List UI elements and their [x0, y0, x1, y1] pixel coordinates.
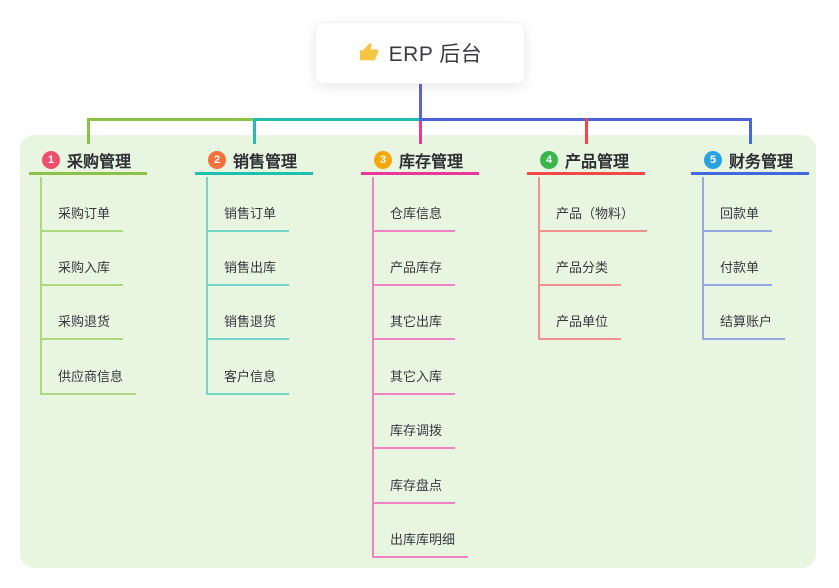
child-node[interactable]: 结算账户 — [702, 313, 786, 341]
child-node[interactable]: 客户信息 — [206, 368, 290, 395]
child-node[interactable]: 销售订单 — [206, 205, 290, 232]
branch-number-badge: 2 — [208, 151, 226, 169]
branch-number-badge: 3 — [374, 151, 392, 169]
child-node[interactable]: 产品库存 — [372, 259, 456, 286]
branch-drop-line — [86, 118, 90, 144]
branch-drop-line — [584, 118, 588, 144]
trunk-segment-green — [86, 118, 253, 121]
branch-node-label: 采购管理 — [67, 154, 132, 171]
child-node[interactable]: 销售出库 — [206, 259, 290, 286]
child-node[interactable]: 采购退货 — [40, 313, 124, 341]
branch-drop-line — [748, 118, 752, 144]
children-connector-line — [702, 177, 704, 341]
root-connector-line — [418, 82, 422, 121]
child-node[interactable]: 产品单位 — [538, 313, 622, 341]
branches-panel — [20, 135, 816, 568]
branch-node[interactable]: 4 产品管理 — [527, 148, 645, 175]
child-node[interactable]: 库存盘点 — [372, 477, 456, 504]
child-node[interactable]: 仓库信息 — [372, 205, 456, 232]
thumbs-up-icon — [358, 42, 380, 64]
child-node[interactable]: 库存调拨 — [372, 422, 456, 450]
branch-number-badge: 5 — [704, 151, 722, 169]
child-node[interactable]: 销售退货 — [206, 313, 290, 341]
branch-drop-line — [418, 121, 422, 144]
root-node[interactable]: ERP 后台 — [315, 22, 525, 84]
trunk-segment-teal — [252, 118, 419, 121]
branch-node[interactable]: 2 销售管理 — [195, 148, 313, 175]
children-connector-line — [538, 177, 540, 341]
child-node[interactable]: 其它入库 — [372, 368, 456, 395]
child-node[interactable]: 采购入库 — [40, 259, 124, 286]
branch-node-label: 销售管理 — [233, 154, 298, 171]
branch-node-label: 财务管理 — [729, 154, 794, 171]
child-node[interactable]: 出库库明细 — [372, 531, 469, 558]
child-node[interactable]: 回款单 — [702, 205, 773, 232]
branch-node-label: 库存管理 — [399, 154, 464, 171]
child-node[interactable]: 供应商信息 — [40, 368, 137, 395]
child-node[interactable]: 其它出库 — [372, 313, 456, 341]
branch-node[interactable]: 1 采购管理 — [29, 148, 147, 175]
child-node[interactable]: 采购订单 — [40, 205, 124, 232]
children-connector-line — [372, 177, 374, 558]
child-node[interactable]: 产品（物料） — [538, 205, 648, 232]
branch-number-badge: 1 — [42, 151, 60, 169]
branch-node[interactable]: 5 财务管理 — [691, 148, 809, 175]
branch-number-badge: 4 — [540, 151, 558, 169]
child-node[interactable]: 产品分类 — [538, 259, 622, 286]
root-node-label: ERP 后台 — [388, 43, 483, 66]
child-node[interactable]: 付款单 — [702, 259, 773, 286]
branch-node-label: 产品管理 — [565, 154, 630, 171]
branch-drop-line — [252, 118, 256, 144]
branch-node[interactable]: 3 库存管理 — [361, 148, 479, 175]
